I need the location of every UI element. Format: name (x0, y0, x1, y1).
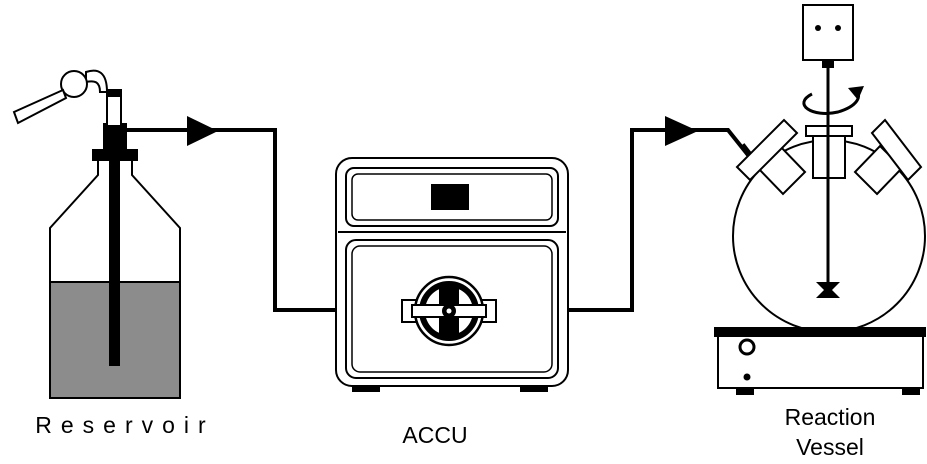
plate-foot-left (736, 388, 754, 395)
inlet-tube-band (106, 89, 122, 97)
motor-dot-right (835, 25, 841, 31)
reaction-vessel-label: Reaction Vessel (760, 402, 900, 462)
stirrer-motor (802, 4, 854, 61)
pump-foot-left (352, 384, 380, 392)
pump-rotor-hub-dot (446, 308, 452, 314)
flask-neck-right-lip (870, 118, 923, 182)
accu-pump (335, 157, 569, 392)
pump-foot-right (520, 384, 548, 392)
flow-arrow-icon (665, 116, 698, 146)
flask-neck-left-lip (735, 118, 799, 182)
plate-indicator (743, 373, 751, 381)
pump-front-inset (351, 245, 553, 373)
motor-dot-left (815, 25, 821, 31)
drying-tube-stem (12, 88, 68, 125)
stirrer-impeller (816, 282, 840, 298)
inlet-tube-glass (106, 91, 122, 127)
stirrer-plate-top (714, 327, 926, 337)
reaction-label-line1: Reaction (784, 404, 876, 430)
bottle-stopper (103, 123, 127, 153)
flow-arrow-icon (187, 116, 218, 146)
plate-knob (738, 338, 756, 356)
drying-tube-bend (85, 69, 109, 93)
accu-label: ACCU (402, 422, 468, 448)
reaction-label-line2: Vessel (796, 434, 864, 460)
pump-display (431, 184, 469, 210)
drying-tube-bulb (60, 70, 88, 98)
stirrer-plate-body (717, 335, 924, 389)
rotation-arrow-icon (802, 88, 861, 115)
dip-tube (109, 151, 120, 366)
rotation-arrowhead (848, 86, 864, 100)
pump-top-inset (351, 173, 553, 221)
reservoir-label: Reservoir (35, 412, 215, 438)
reaction-vessel (714, 4, 926, 395)
reservoir-bottle (12, 69, 181, 399)
motor-coupling (822, 60, 834, 68)
plate-foot-right (902, 388, 920, 395)
